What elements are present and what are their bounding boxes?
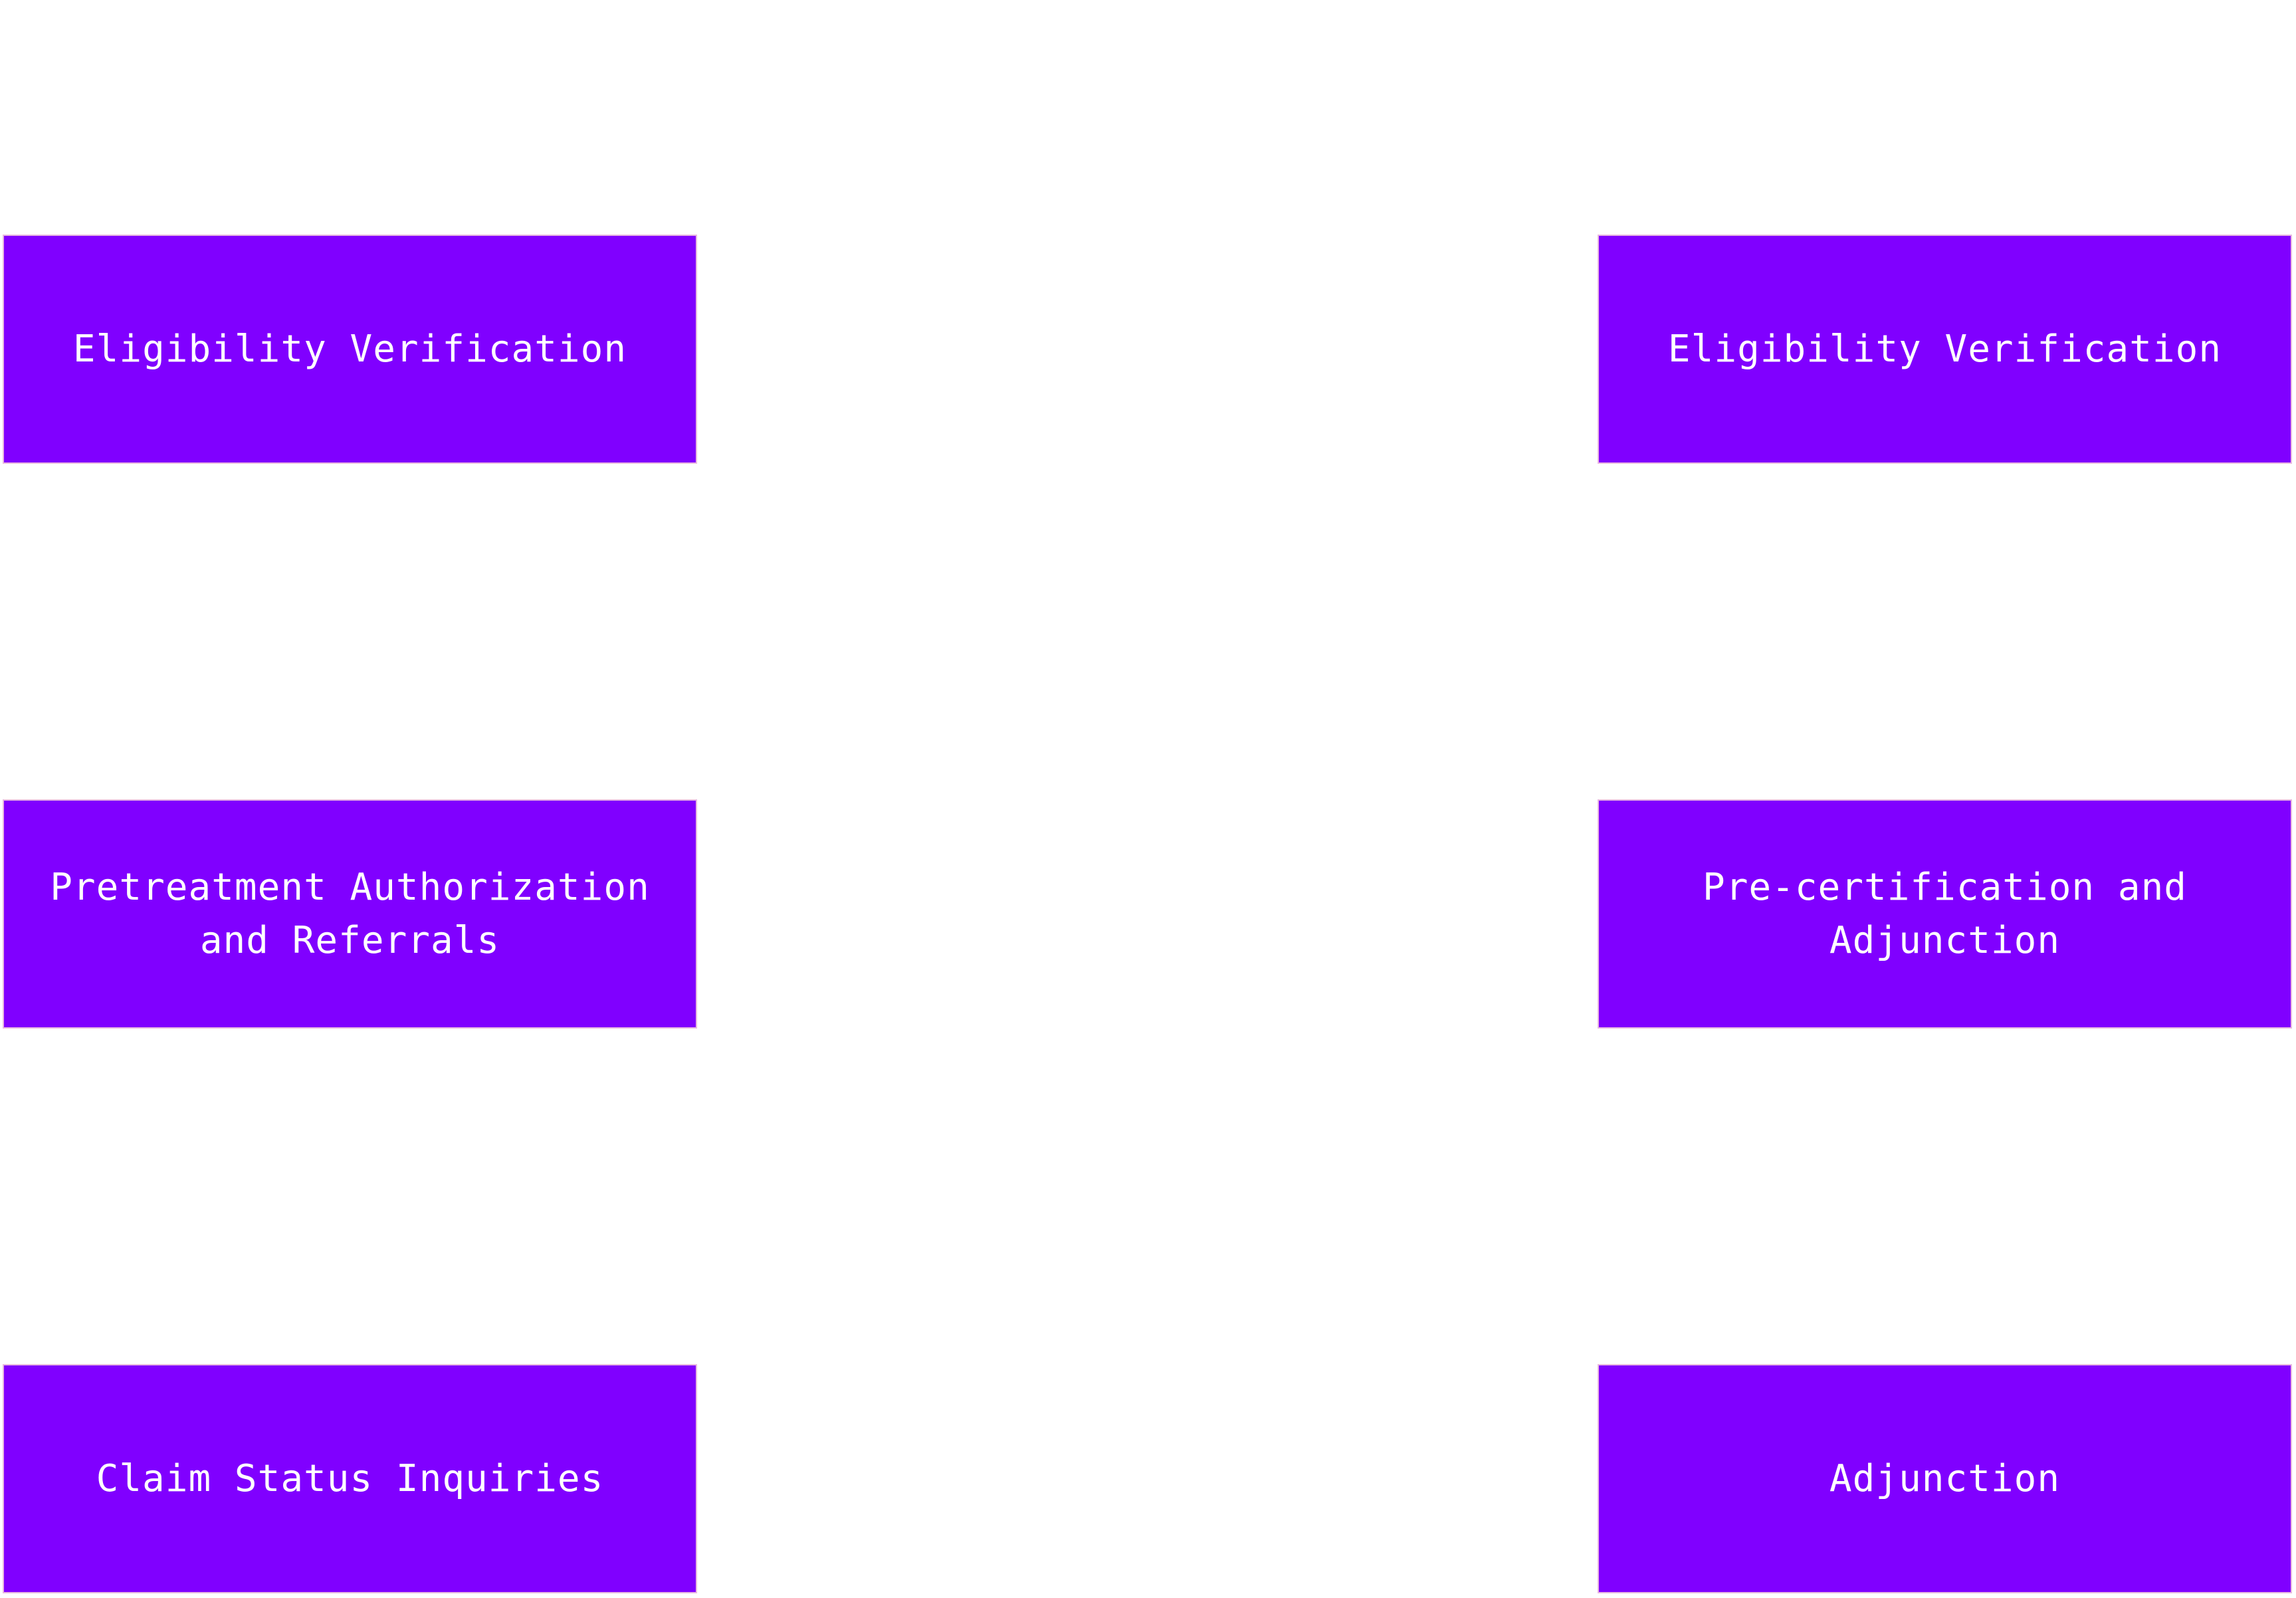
right-box-label: Pre-certification and Adjunction xyxy=(1702,865,2187,962)
left-box-eligibility-verification: Eligibility Verification xyxy=(3,235,697,464)
left-box-claim-status-inquiries: Claim Status Inquiries xyxy=(3,1364,697,1593)
right-box-eligibility-verification: Eligibility Verification xyxy=(1598,235,2292,464)
right-box-precertification-adjunction: Pre-certification and Adjunction xyxy=(1598,799,2292,1029)
left-box-label: Pretreatment Authorization and Referrals xyxy=(50,865,650,962)
right-box-label: Eligibility Verification xyxy=(1667,327,2222,371)
right-box-adjunction: Adjunction xyxy=(1598,1364,2292,1593)
left-box-pretreatment-authorization: Pretreatment Authorization and Referrals xyxy=(3,799,697,1029)
left-box-label: Eligibility Verification xyxy=(72,327,627,371)
right-box-label: Adjunction xyxy=(1829,1456,2061,1500)
left-box-label: Claim Status Inquiries xyxy=(96,1456,604,1500)
